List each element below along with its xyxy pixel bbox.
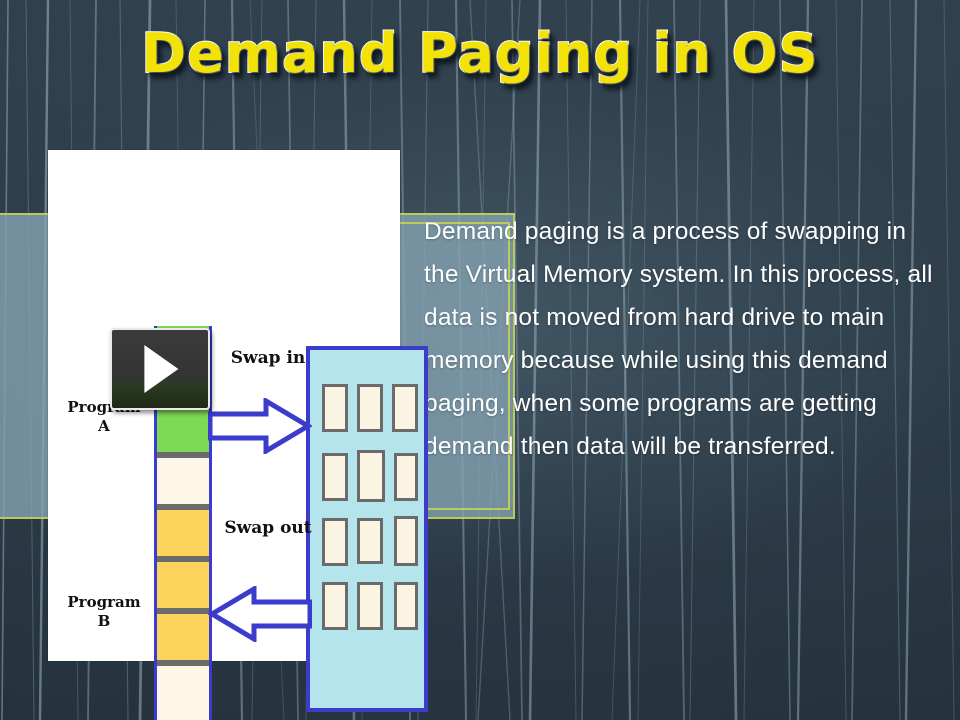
page-block [394,453,418,501]
swap-out-label: Swap out [224,518,312,538]
program-a-line2: A [98,417,110,436]
program-b-line2: B [97,612,111,631]
main-memory-cell [157,611,209,663]
body-paragraph: Demand paging is a process of swapping i… [424,218,933,460]
page-block [394,516,418,566]
main-memory-cell [157,663,209,720]
page-block [357,450,385,502]
page-block [322,453,348,501]
video-play-button[interactable] [110,328,210,410]
swap-out-arrow-icon [208,586,312,642]
program-b-line1: Program [67,593,141,611]
page-block [357,582,383,630]
main-memory-cell [157,403,209,455]
main-memory-cell [157,507,209,559]
page-block [322,518,348,566]
swap-in-arrow-icon [208,398,312,454]
secondary-memory-frame [306,346,428,712]
main-memory-cell [157,559,209,611]
page-block [394,582,418,630]
page-block [392,384,418,432]
program-b-label: Program B [58,593,150,631]
page-title: Demand Paging in OS [140,21,819,86]
play-triangle-icon [144,345,179,393]
page-block [357,518,383,564]
page-block [322,384,348,432]
main-memory-cell [157,455,209,507]
page-block [322,582,348,630]
swap-in-label: Swap in [230,348,306,368]
page-block [357,384,383,432]
demand-paging-diagram-image[interactable]: Swap in Swap out Program A Program B Mai… [48,150,428,720]
